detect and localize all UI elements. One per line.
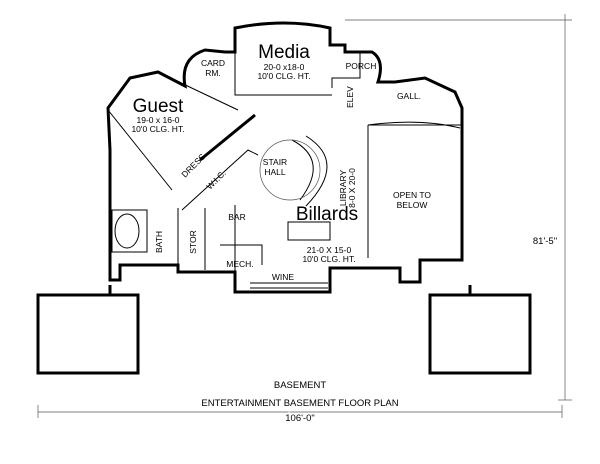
dimension-lines <box>37 14 572 418</box>
guest-title: Guest <box>133 96 184 117</box>
plan-title: ENTERTAINMENT BASEMENT FLOOR PLAN <box>201 398 398 409</box>
bar-label: BAR <box>228 212 245 222</box>
billiards-size: 21-0 X 15-0 <box>307 245 352 255</box>
media-ceiling: 10'0 CLG. HT. <box>257 71 310 81</box>
mech-label: MECH. <box>226 259 253 269</box>
billiards-title: Billards <box>296 204 358 225</box>
library-label-1: LIBRARY <box>338 170 348 207</box>
open-to-below-label-1: OPEN TO <box>393 190 431 200</box>
depth-dimension: 81'-5" <box>533 236 557 247</box>
media-title: Media <box>258 42 310 63</box>
card-room-label-2: RM. <box>205 68 221 78</box>
storage-label: STOR <box>188 230 198 253</box>
level-caption: BASEMENT <box>274 380 326 391</box>
open-to-below-label-2: BELOW <box>397 200 428 210</box>
building-outline <box>106 21 464 294</box>
billiards-ceiling: 10'0 CLG. HT. <box>302 254 355 264</box>
card-room-label-1: CARD <box>201 58 225 68</box>
porch-label: PORCH <box>346 61 377 71</box>
right-garage <box>428 293 532 375</box>
media-size: 20-0 x18-0 <box>264 62 305 72</box>
stair-hall-label-1: STAIR <box>263 157 287 167</box>
guest-ceiling: 10'0 CLG. HT. <box>131 124 184 134</box>
stair-hall-label-2: HALL <box>264 167 286 177</box>
width-dimension: 106'-0" <box>285 413 314 424</box>
elevator-label: ELEV <box>345 86 355 108</box>
bath-label: BATH <box>154 231 164 253</box>
guest-size: 19-0 x 16-0 <box>137 115 180 125</box>
gallery-label: GALL. <box>397 91 421 101</box>
library-label-2: 8-0 X 20-0 <box>347 168 357 208</box>
dress-label: DRESS <box>179 151 207 179</box>
wine-label: WINE <box>272 272 295 282</box>
left-garage <box>36 293 140 375</box>
